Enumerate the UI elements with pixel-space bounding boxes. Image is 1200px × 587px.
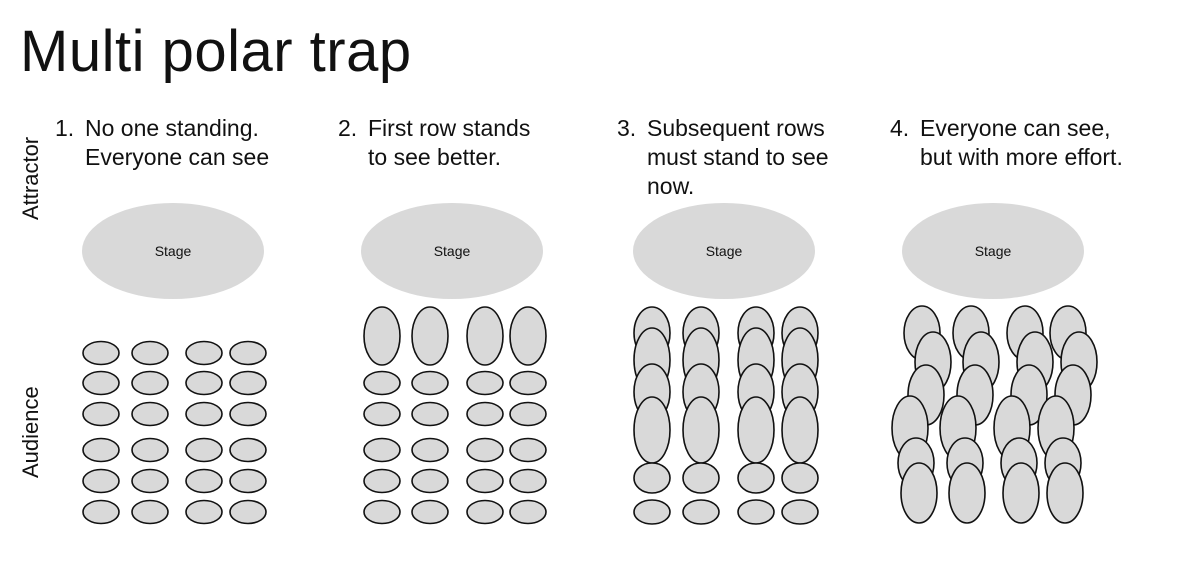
audience-seated: [185, 370, 223, 396]
audience-seated: [363, 468, 401, 494]
audience-seated: [229, 437, 267, 463]
audience-seated: [633, 499, 671, 525]
step-number: 2.: [338, 115, 358, 141]
audience-seated: [737, 462, 775, 494]
audience-standing: [1002, 462, 1040, 524]
audience-standing: [466, 306, 504, 366]
audience-seated: [185, 499, 223, 525]
audience-seated: [682, 462, 720, 494]
audience-seated: [131, 370, 169, 396]
audience-standing: [682, 396, 720, 464]
audience-seated: [411, 401, 449, 427]
audience-seated: [781, 462, 819, 494]
audience-seated: [131, 437, 169, 463]
audience-seated: [82, 370, 120, 396]
audience-seated: [82, 437, 120, 463]
audience-seated: [411, 437, 449, 463]
audience-seated: [131, 340, 169, 366]
stage-label: Stage: [434, 243, 471, 259]
audience-seated: [363, 370, 401, 396]
audience-seated: [131, 401, 169, 427]
audience-seated: [229, 499, 267, 525]
audience-standing: [737, 396, 775, 464]
audience-seated: [363, 437, 401, 463]
audience-seated: [509, 437, 547, 463]
audience-standing: [509, 306, 547, 366]
audience-seated: [509, 499, 547, 525]
audience-seated: [466, 468, 504, 494]
audience-seated: [509, 468, 547, 494]
audience-seated: [82, 468, 120, 494]
audience-standing: [1046, 462, 1084, 524]
step-number: 4.: [890, 115, 910, 141]
step-text: Subsequent rows must stand to see now.: [647, 115, 829, 199]
audience-seated: [185, 401, 223, 427]
step-number: 3.: [617, 115, 637, 141]
stage-label: Stage: [706, 243, 743, 259]
audience-seated: [411, 370, 449, 396]
audience-seated: [509, 401, 547, 427]
stage-label: Stage: [975, 243, 1012, 259]
audience-seated: [131, 468, 169, 494]
audience-seated: [682, 499, 720, 525]
audience-seated: [363, 499, 401, 525]
audience-seated: [82, 499, 120, 525]
audience-seated: [737, 499, 775, 525]
audience-seated: [781, 499, 819, 525]
audience-standing: [411, 306, 449, 366]
step-text: No one standing. Everyone can see: [85, 115, 270, 170]
audience-seated: [411, 468, 449, 494]
audience-seated: [229, 370, 267, 396]
stage-label: Stage: [155, 243, 192, 259]
step-4: 4. Everyone can see, but with more effor…: [890, 114, 1123, 172]
audience-standing: [781, 396, 819, 464]
step-3: 3. Subsequent rows must stand to see now…: [617, 114, 829, 201]
audience-seated: [229, 340, 267, 366]
step-1: 1. No one standing. Everyone can see: [55, 114, 269, 172]
stage-1: [82, 203, 264, 299]
audience-seated: [82, 340, 120, 366]
audience-seated: [466, 401, 504, 427]
audience-seated: [229, 401, 267, 427]
audience-seated: [363, 401, 401, 427]
audience-standing: [900, 462, 938, 524]
audience-seated: [185, 468, 223, 494]
page-title: Multi polar trap: [20, 19, 412, 84]
audience-seated: [185, 340, 223, 366]
audience-seated: [185, 437, 223, 463]
stage-2: [361, 203, 543, 299]
audience-seated: [131, 499, 169, 525]
step-text: Everyone can see, but with more effort.: [920, 115, 1123, 170]
audience-seated: [229, 468, 267, 494]
audience-standing: [363, 306, 401, 366]
audience-seated: [466, 370, 504, 396]
audience-standing: [633, 396, 671, 464]
step-2: 2. First row stands to see better.: [338, 114, 530, 172]
audience-standing: [948, 462, 986, 524]
audience-seated: [411, 499, 449, 525]
step-text: First row stands to see better.: [368, 115, 531, 170]
step-number: 1.: [55, 115, 75, 141]
audience-seated: [82, 401, 120, 427]
audience-seated: [509, 370, 547, 396]
audience-seated: [466, 499, 504, 525]
stage-4: [902, 203, 1084, 299]
audience-seated: [466, 437, 504, 463]
stage-3: [633, 203, 815, 299]
audience-seated: [633, 462, 671, 494]
